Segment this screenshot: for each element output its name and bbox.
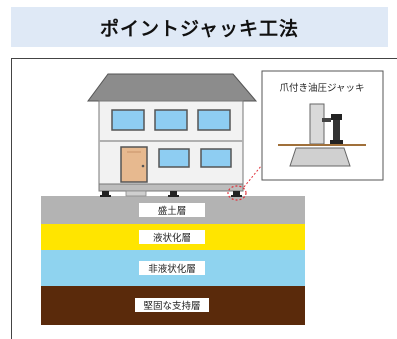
jacks (100, 191, 242, 197)
page-header: ポイントジャッキ工法 (11, 7, 388, 47)
layer-label-box (139, 230, 205, 244)
detail-jack-claw (322, 118, 331, 122)
detail-jack-base (330, 140, 343, 144)
jack-highlight-circle (227, 185, 247, 201)
jack-base (231, 195, 242, 197)
window (154, 109, 188, 131)
layer-label-non-liquefiable: 非液状化層 (148, 263, 196, 275)
window (111, 109, 145, 131)
layer-label-box (139, 261, 205, 275)
layer-label-liquefiable: 液状化層 (153, 232, 191, 244)
detail-footing (289, 147, 351, 167)
detail-jack-body (333, 120, 340, 140)
layer-label-embankment: 盛土層 (158, 205, 187, 217)
jack (233, 191, 240, 196)
window (200, 148, 232, 168)
jack-base (100, 195, 111, 197)
window (158, 148, 190, 168)
house-step (125, 190, 147, 197)
door-knob (141, 164, 145, 168)
detail-wall (309, 103, 325, 145)
callout-label: 爪付き油圧ジャッキ (279, 82, 364, 94)
jack (170, 191, 177, 196)
house-roof (87, 73, 258, 102)
jack (102, 191, 109, 196)
house-foundation (98, 183, 244, 192)
layer-label-bearing: 堅固な支持層 (143, 300, 200, 312)
jack-base (168, 195, 179, 197)
door (120, 146, 148, 183)
jack-callout: 爪付き油圧ジャッキ (261, 70, 384, 181)
layer-label-box (135, 298, 209, 312)
house (87, 73, 258, 197)
page-title: ポイントジャッキ工法 (99, 17, 300, 40)
window (197, 109, 231, 131)
layer-label-box (139, 203, 205, 217)
detail-jack-top (331, 114, 342, 120)
